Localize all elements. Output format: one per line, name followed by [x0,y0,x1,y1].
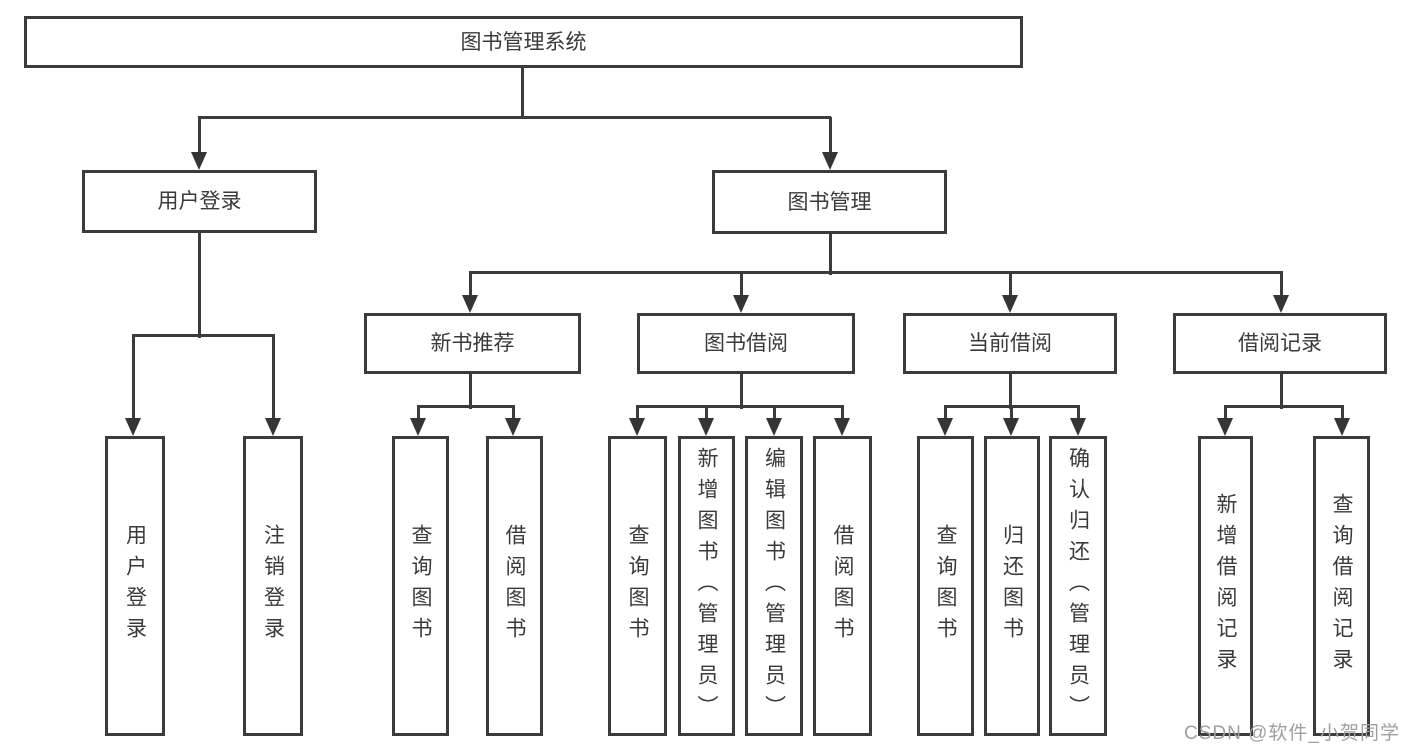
connector-line [198,116,831,119]
connector-line [198,117,201,156]
node-borrow-book-2: 借阅图书 [813,436,872,736]
arrow-down-icon [1003,418,1019,436]
connector-line [944,406,947,422]
connector-line [636,405,844,408]
node-book-mgmt-group: 图书管理 [712,170,947,234]
node-label-confirm-return: 确认归还（管理员） [1066,446,1090,726]
arrow-down-icon [937,418,953,436]
node-root: 图书管理系统 [24,16,1023,68]
connector-line [740,374,743,409]
arrow-down-icon [1070,418,1086,436]
node-label-current-borrow: 当前借阅 [968,332,1052,355]
node-label-add-book: 新增图书（管理员） [695,446,718,726]
node-query-book-1: 查询图书 [392,436,449,736]
node-label-root: 图书管理系统 [460,30,587,54]
node-add-borrow-record: 新增借阅记录 [1198,436,1253,736]
node-label-query-book-3: 查询图书 [934,524,957,648]
arrow-down-icon [505,418,521,436]
node-logout: 注销登录 [243,436,303,736]
arrow-down-icon [766,418,782,436]
connector-line [740,272,743,299]
connector-line [417,405,515,408]
connector-line [1077,406,1080,422]
arrow-down-icon [834,418,850,436]
node-new-book-rec: 新书推荐 [364,313,581,374]
connector-line [1224,405,1344,408]
connector-line [417,406,420,422]
node-label-borrow-book-2: 借阅图书 [831,524,854,648]
node-label-logout: 注销登录 [261,524,285,648]
connector-line [469,374,472,409]
node-label-user-login: 用户登录 [123,524,147,648]
node-label-query-book-1: 查询图书 [409,524,432,648]
node-label-login-group: 用户登录 [157,190,242,213]
node-login-group: 用户登录 [82,170,317,233]
node-label-borrow-records: 借阅记录 [1238,332,1322,355]
connector-line [1341,406,1344,422]
connector-line [841,406,844,422]
connector-line [1009,272,1012,299]
connector-line [272,335,275,422]
node-edit-book: 编辑图书（管理员） [745,436,803,736]
connector-line [469,272,472,299]
node-current-borrow: 当前借阅 [903,313,1117,374]
connector-line [469,271,1283,274]
arrow-down-icon [1273,295,1289,313]
connector-line [829,117,832,156]
arrow-down-icon [125,418,141,436]
arrow-down-icon [822,152,838,170]
connector-line [132,334,275,337]
arrow-down-icon [698,418,714,436]
node-label-edit-book: 编辑图书（管理员） [762,446,786,726]
connector-line [1280,272,1283,299]
connector-line [1224,406,1227,422]
arrow-down-icon [410,418,426,436]
connector-line [773,406,776,422]
connector-line [636,406,639,422]
node-label-query-book-2: 查询图书 [626,524,649,648]
arrow-down-icon [733,295,749,313]
node-label-book-borrow: 图书借阅 [704,332,788,355]
arrow-down-icon [191,152,207,170]
connector-line [512,406,515,422]
connector-line [829,234,832,275]
node-label-new-book-rec: 新书推荐 [430,332,515,355]
arrow-down-icon [265,418,281,436]
connector-line [1009,374,1012,409]
node-label-return-book: 归还图书 [1000,524,1024,648]
node-confirm-return: 确认归还（管理员） [1049,436,1107,736]
connector-line [705,406,708,422]
node-label-book-mgmt-group: 图书管理 [787,190,872,214]
node-query-borrow-record: 查询借阅记录 [1313,436,1370,736]
connector-line [1010,406,1013,422]
node-label-query-borrow-record: 查询借阅记录 [1330,493,1353,679]
node-query-book-3: 查询图书 [917,436,974,736]
arrow-down-icon [1334,418,1350,436]
node-add-book: 新增图书（管理员） [678,436,735,736]
node-book-borrow: 图书借阅 [637,313,855,374]
node-label-borrow-book-1: 借阅图书 [503,524,526,648]
connector-line [521,68,524,119]
node-borrow-book-1: 借阅图书 [486,436,543,736]
node-user-login: 用户登录 [105,436,165,736]
node-query-book-2: 查询图书 [608,436,667,736]
connector-line [198,233,201,338]
node-borrow-records: 借阅记录 [1173,313,1387,374]
node-return-book: 归还图书 [984,436,1040,736]
connector-line [132,335,135,422]
node-label-add-borrow-record: 新增借阅记录 [1214,493,1237,679]
arrow-down-icon [1002,295,1018,313]
arrow-down-icon [462,295,478,313]
arrow-down-icon [629,418,645,436]
arrow-down-icon [1217,418,1233,436]
watermark-text: CSDN @软件_小贺同学 [1184,723,1400,744]
connector-line [1280,374,1283,409]
